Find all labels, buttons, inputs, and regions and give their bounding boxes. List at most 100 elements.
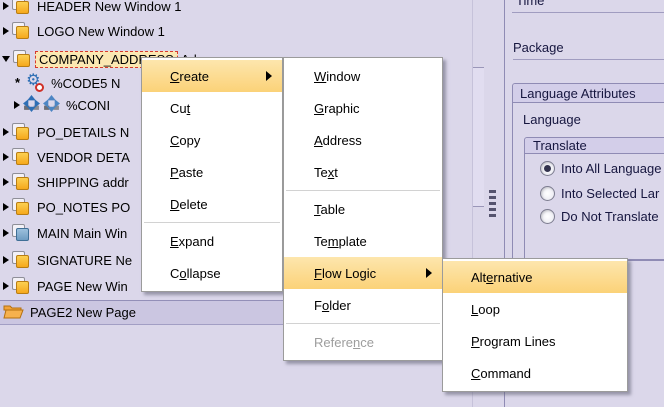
tree-item-vendor[interactable]: VENDOR DETA [0,146,472,168]
expander-collapsed-icon[interactable] [3,203,9,211]
open-page-folder-icon [3,303,24,322]
tree-item-code5[interactable]: *⚙%CODE5 N [0,72,472,94]
menu-item-graphic[interactable]: Graphic [284,92,442,124]
menu-item-command[interactable]: Command [443,357,627,389]
window-node-icon [12,251,31,269]
time-label: Time [516,0,545,8]
menu-item-create[interactable]: Create [142,60,282,92]
translate-title: Translate [533,138,587,153]
tree-item-label: SHIPPING addr [37,174,129,190]
tree-item-po-notes[interactable]: PO_NOTES PO [0,196,472,218]
scrollbar-thumb[interactable] [473,67,484,207]
tree-item-signature[interactable]: SIGNATURE Ne [0,249,472,271]
menu-item-flow-logic[interactable]: Flow Logic [284,257,442,289]
menu-item-label: Expand [170,233,215,249]
tree-item-label: MAIN Main Win [37,225,128,241]
menu-item-label: Address [314,132,362,148]
menu-item-paste[interactable]: Paste [142,156,282,188]
menu-item-folder[interactable]: Folder [284,289,442,321]
tree-item-label: LOGO New Window 1 [37,23,165,39]
tree-item-label: PO_DETAILS N [37,124,130,140]
expander-collapsed-icon[interactable] [14,101,20,109]
panel-splitter[interactable] [483,0,504,407]
menu-item-loop[interactable]: Loop [443,293,627,325]
package-field-underline [513,59,664,60]
translate-option-do-not-translate[interactable]: Do Not Translate [540,208,659,225]
package-label: Package [513,40,564,55]
alternative-small-icon [43,95,60,115]
tree-item-coni[interactable]: %CONI [0,94,472,116]
expander-collapsed-icon[interactable] [3,178,9,186]
tree-item-shipping[interactable]: SHIPPING addr [0,171,472,193]
menu-item-label: Flow Logic [314,265,377,281]
tree-item-header[interactable]: HEADER New Window 1 [0,0,472,17]
menu-item-collapse[interactable]: Collapse [142,257,282,289]
menu-item-copy[interactable]: Copy [142,124,282,156]
tree-vertical-scrollbar[interactable] [472,0,484,407]
tree-item-label: PAGE2 New Page [30,305,136,320]
menu-item-delete[interactable]: Delete [142,188,282,220]
menu-item-program-lines[interactable]: Program Lines [443,325,627,357]
menu-item-label: Folder [314,297,351,313]
menu-item-text[interactable]: Text [284,156,442,188]
expander-collapsed-icon[interactable] [3,229,9,237]
window-node-icon [12,123,31,141]
main-window-icon [12,224,31,242]
menu-item-cut[interactable]: Cut [142,92,282,124]
radio-button[interactable] [540,186,555,201]
menu-item-label: Text [314,164,338,180]
menu-item-label: Paste [170,164,204,180]
radio-button[interactable] [540,209,555,224]
menu-item-label: Create [170,68,210,84]
translate-option-into-all-language[interactable]: Into All Language [540,160,661,177]
translate-option-into-selected-lar[interactable]: Into Selected Lar [540,185,659,202]
expander-collapsed-icon[interactable] [3,2,9,10]
alternative-large-icon [23,95,40,115]
tree-item-label: HEADER New Window 1 [37,0,182,14]
radio-option-label: Into Selected Lar [561,186,660,201]
expander-collapsed-icon[interactable] [3,128,9,136]
expander-collapsed-icon[interactable] [3,256,9,264]
menu-separator [144,222,280,223]
tree-item-label: SIGNATURE Ne [37,252,133,268]
splitter-grip-icon[interactable] [489,190,496,218]
menu-item-label: Template [314,233,367,249]
submenu-arrow-icon [266,71,272,81]
tree-item-label: %CODE5 N [51,75,121,91]
menu-item-label: Delete [170,196,208,212]
tree-item-main[interactable]: MAIN Main Win [0,222,472,244]
tree-item-label: PO_NOTES PO [37,199,131,215]
language-attributes-title: Language Attributes [520,85,636,101]
expander-collapsed-icon[interactable] [3,282,9,290]
menu-separator [286,190,440,191]
language-label: Language [523,112,581,127]
window-node-icon [12,198,31,216]
radio-option-label: Do Not Translate [561,209,659,224]
menu-item-expand[interactable]: Expand [142,225,282,257]
tree-item-logo[interactable]: LOGO New Window 1 [0,20,472,42]
menu-item-label: Graphic [314,100,360,116]
menu-item-table[interactable]: Table [284,193,442,225]
menu-item-window[interactable]: Window [284,60,442,92]
tree-item-po-details[interactable]: PO_DETAILS N [0,121,472,143]
tree-item-label: PAGE New Win [37,278,128,294]
menu-item-label: Loop [471,301,500,317]
expander-expanded-icon[interactable] [2,56,10,62]
tree-item-label: %CONI [66,97,111,113]
expander-collapsed-icon[interactable] [3,27,9,35]
radio-button-selected[interactable] [540,161,555,176]
menu-item-label: Cut [170,100,191,116]
menu-item-address[interactable]: Address [284,124,442,156]
program-code-gear-icon: ⚙ [26,72,45,92]
expander-collapsed-icon[interactable] [3,153,9,161]
menu-item-alternative[interactable]: Alternative [443,261,627,293]
menu-item-label: Command [471,365,531,381]
tree-item-page[interactable]: PAGE New Win [0,275,472,297]
menu-separator [286,323,440,324]
menu-item-template[interactable]: Template [284,225,442,257]
window-node-icon [12,22,31,40]
